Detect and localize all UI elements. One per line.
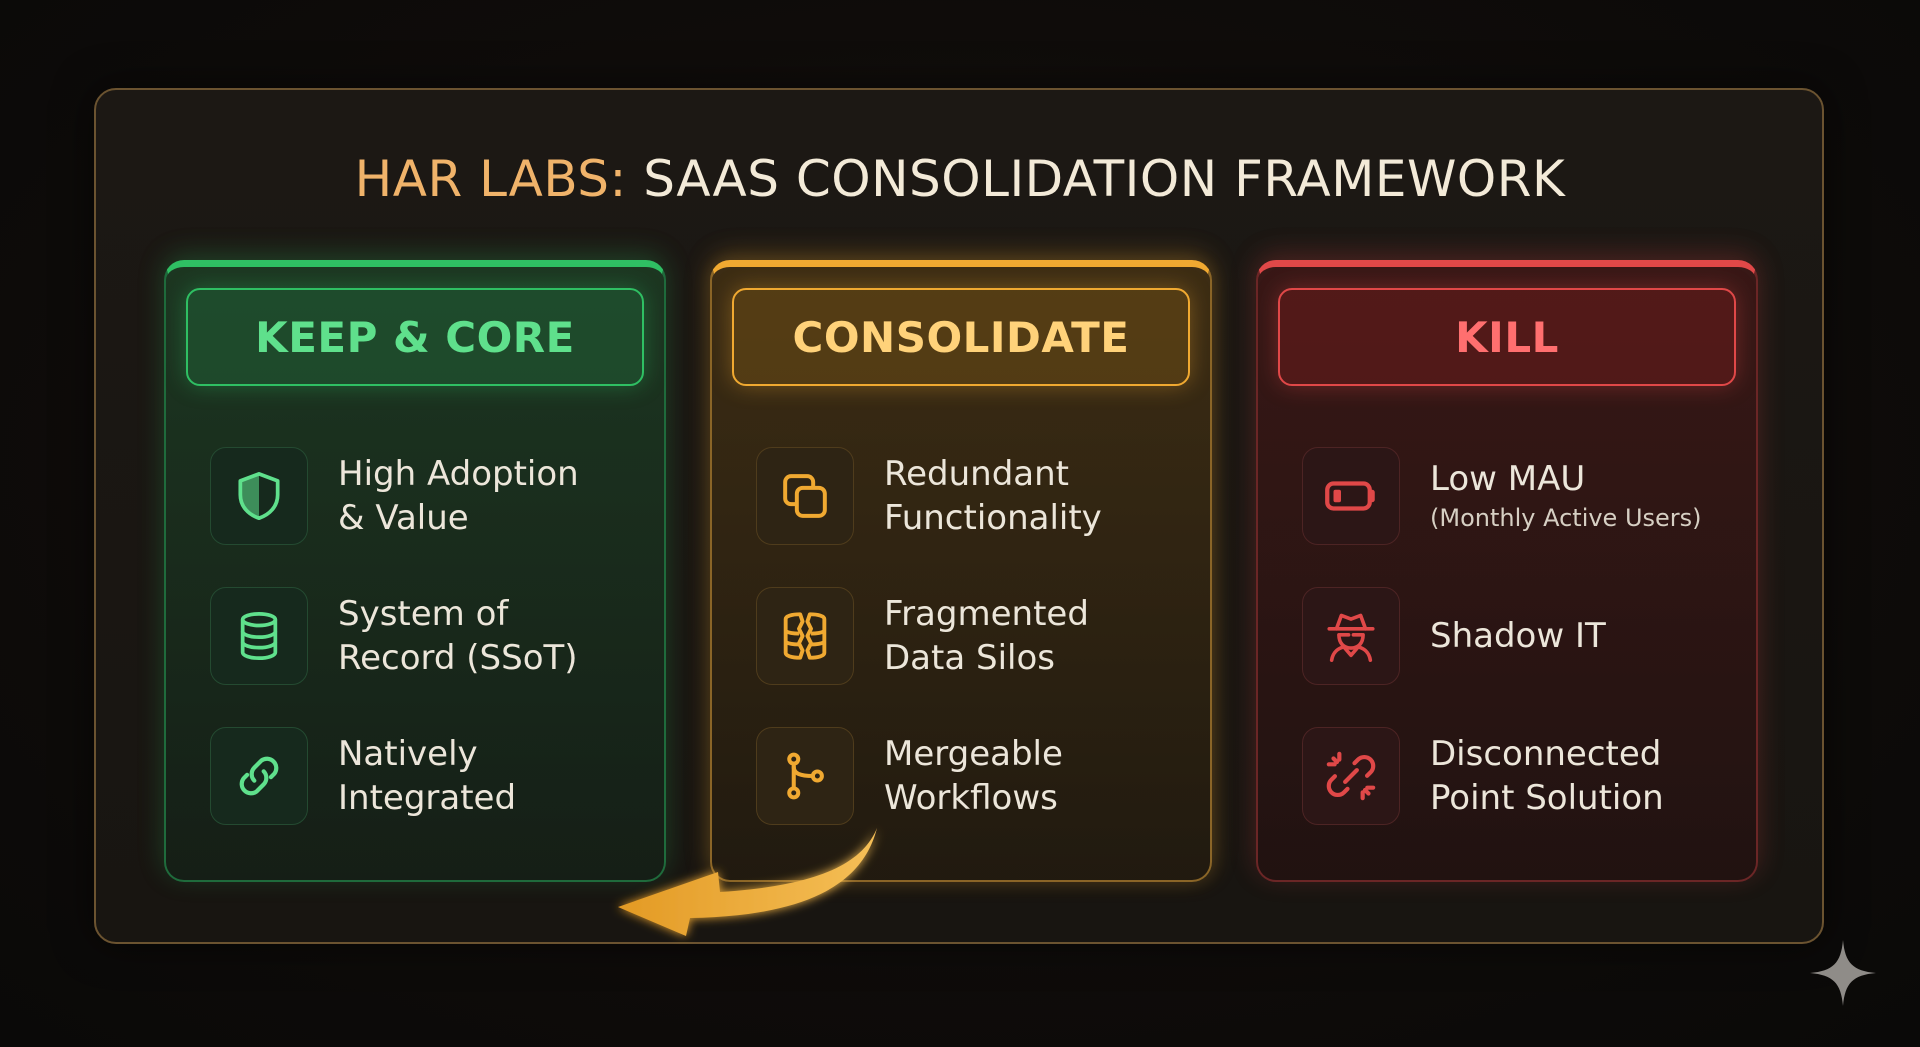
title-text: SAAS CONSOLIDATION FRAMEWORK <box>626 150 1566 208</box>
list-item: Redundant Functionality <box>756 447 1196 547</box>
item-text: System of Record (SSoT) <box>338 587 658 685</box>
item-line-2: Point Solution <box>1430 778 1664 818</box>
item-line-2: Record (SSoT) <box>338 638 578 678</box>
consolidate-header: CONSOLIDATE <box>732 288 1190 386</box>
sparkle-icon <box>1810 940 1876 1006</box>
item-text: Disconnected Point Solution <box>1430 727 1750 825</box>
item-line-2: Data Silos <box>884 638 1055 678</box>
link-icon <box>210 727 308 825</box>
item-text: High Adoption & Value <box>338 447 658 545</box>
item-line-1: Mergeable <box>884 734 1063 774</box>
item-text: Redundant Functionality <box>884 447 1204 545</box>
broken-link-icon <box>1302 727 1400 825</box>
item-line-2: & Value <box>338 498 469 538</box>
git-merge-icon <box>756 727 854 825</box>
list-item: Natively Integrated <box>210 727 650 827</box>
item-line-2: (Monthly Active Users) <box>1430 504 1702 532</box>
keep-core-header: KEEP & CORE <box>186 288 644 386</box>
low-battery-icon <box>1302 447 1400 545</box>
list-item: Shadow IT <box>1302 587 1742 687</box>
title-brand: HAR LABS: <box>354 150 627 208</box>
list-item: System of Record (SSoT) <box>210 587 650 687</box>
item-line-2: Workflows <box>884 778 1058 818</box>
curved-arrow-icon <box>618 828 877 936</box>
item-line-1: Disconnected <box>1430 734 1662 774</box>
list-item: Mergeable Workflows <box>756 727 1196 827</box>
item-line-1: Shadow IT <box>1430 616 1606 656</box>
kill-column: KILL Low MAU (Monthly Active Users) <box>1256 260 1758 882</box>
item-line-1: High Adoption <box>338 454 579 494</box>
fragmented-database-icon <box>756 587 854 685</box>
item-text: Shadow IT <box>1430 587 1750 685</box>
list-item: High Adoption & Value <box>210 447 650 547</box>
item-text: Mergeable Workflows <box>884 727 1204 825</box>
item-line-1: Low MAU <box>1430 459 1586 499</box>
kill-header: KILL <box>1278 288 1736 386</box>
page-title: HAR LABS: SAAS CONSOLIDATION FRAMEWORK <box>0 150 1920 208</box>
list-item: Low MAU (Monthly Active Users) <box>1302 447 1742 547</box>
item-text: Natively Integrated <box>338 727 658 825</box>
copy-icon <box>756 447 854 545</box>
item-line-1: Natively <box>338 734 478 774</box>
list-item: Disconnected Point Solution <box>1302 727 1742 827</box>
consolidate-column: CONSOLIDATE Redundant Functionality <box>710 260 1212 882</box>
item-line-2: Functionality <box>884 498 1102 538</box>
keep-core-column: KEEP & CORE High Adoption & Value System… <box>164 260 666 882</box>
list-item: Fragmented Data Silos <box>756 587 1196 687</box>
item-line-1: Fragmented <box>884 594 1089 634</box>
item-line-1: Redundant <box>884 454 1069 494</box>
spy-icon <box>1302 587 1400 685</box>
database-icon <box>210 587 308 685</box>
item-line-1: System of <box>338 594 509 634</box>
shield-icon <box>210 447 308 545</box>
item-line-2: Integrated <box>338 778 517 818</box>
item-text: Fragmented Data Silos <box>884 587 1204 685</box>
item-text: Low MAU (Monthly Active Users) <box>1430 447 1750 545</box>
